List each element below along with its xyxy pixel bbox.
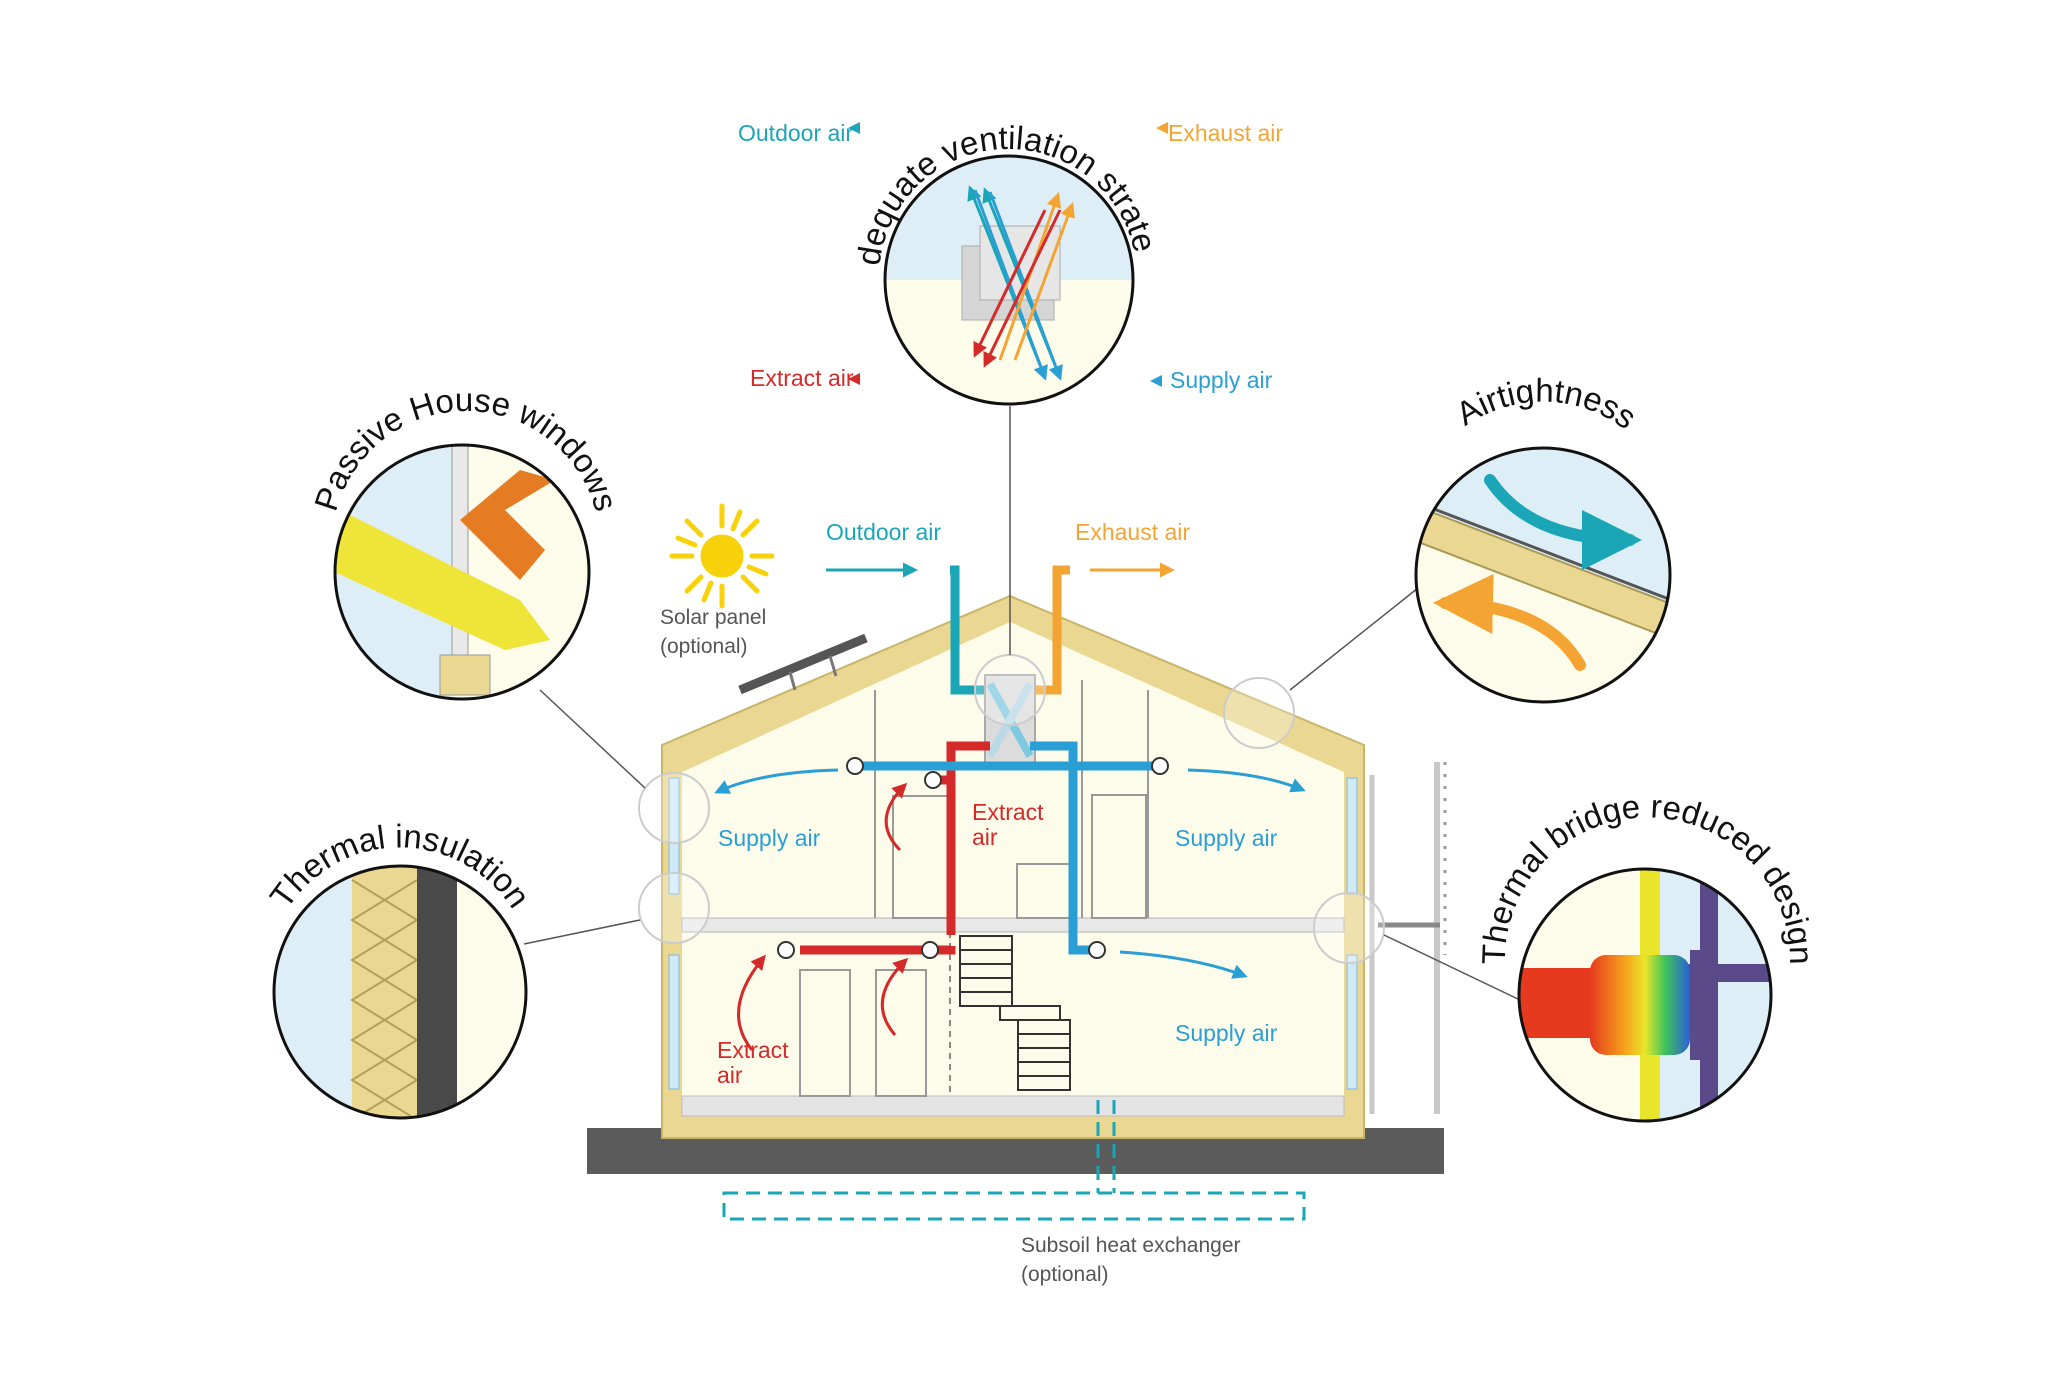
vent-supply-air-marker [1150, 375, 1162, 387]
staircase [959, 935, 1071, 1091]
window-lower-right [1346, 954, 1358, 1090]
exhaust-air-duct [1030, 565, 1070, 695]
vent-outdoor-air-marker [848, 122, 860, 134]
vent-extract-air-label: Extract air [750, 365, 854, 391]
vent-extract-air-marker [848, 373, 860, 385]
extract-arrow-lower-right [880, 957, 909, 1036]
highlight-insulation [638, 872, 710, 944]
solar-panel-label-1: Solar panel [660, 606, 766, 629]
door-upper-right [1091, 794, 1147, 919]
window-lower-left [668, 954, 680, 1090]
thermal-bridge-detail-circle [1517, 867, 1773, 1123]
inside-air-arrow [1433, 573, 1586, 671]
highlight-ventilation-unit [974, 654, 1046, 726]
outdoor-air-label: Outdoor air [826, 519, 941, 545]
supply-arrow-lower-right [1119, 950, 1248, 979]
supply-arrow-upper-left [714, 768, 839, 794]
window-upper-left [668, 777, 680, 895]
lower-extract-label-2: air [717, 1062, 743, 1088]
door-lower-left [799, 969, 851, 1097]
highlight-window [638, 772, 710, 844]
air-diffusers [777, 757, 1169, 959]
insulation-detail-circle [272, 864, 528, 1120]
outside-air-arrow [1484, 474, 1642, 570]
windows-detail-circle [333, 443, 591, 701]
cabinet [1016, 863, 1072, 919]
lower-right-supply-label: Supply air [1175, 1020, 1278, 1046]
upper-extract-label-2: air [972, 824, 998, 850]
supply-arrow-upper-right [1187, 768, 1306, 793]
highlight-thermal-bridge [1313, 892, 1385, 964]
ground-floor-slab [681, 1095, 1345, 1117]
balcony-structure [1369, 762, 1447, 1114]
highlight-airtightness [1223, 677, 1295, 749]
upper-extract-label-1: Extract [972, 799, 1044, 825]
solar-panel-label-2: (optional) [660, 635, 748, 658]
door-lower-middle [875, 969, 927, 1097]
solar-gain-arrow [335, 510, 550, 650]
extract-arrow-upper [884, 782, 908, 852]
vent-supply-air-label: Supply air [1170, 367, 1273, 393]
upper-left-supply-label: Supply air [718, 825, 821, 851]
solar-panel [738, 633, 868, 695]
sun-icon [669, 503, 775, 609]
subsoil-label-2: (optional) [1021, 1263, 1109, 1286]
heat-retention-arrow [460, 470, 555, 580]
vent-outdoor-air-label: Outdoor air [738, 120, 853, 146]
subsoil-heat-exchanger [722, 1100, 1306, 1221]
intermediate-floor [681, 917, 1345, 933]
outdoor-air-duct [950, 565, 990, 695]
vent-exhaust-air-marker [1156, 122, 1168, 134]
upper-right-supply-label: Supply air [1175, 825, 1278, 851]
airtightness-title: Airtightness [1449, 372, 1643, 436]
subsoil-label-1: Subsoil heat exchanger [1021, 1234, 1241, 1257]
door-upper-left [892, 795, 950, 919]
airtightness-detail-circle [1414, 446, 1672, 704]
heat-recovery-unit [984, 674, 1036, 764]
extract-arrow-lower-left [737, 954, 766, 1051]
vent-exhaust-air-label: Exhaust air [1168, 120, 1283, 146]
window-upper-right [1346, 777, 1358, 895]
house [523, 406, 1521, 1221]
lower-extract-label-1: Extract [717, 1037, 789, 1063]
exhaust-air-label: Exhaust air [1075, 519, 1190, 545]
